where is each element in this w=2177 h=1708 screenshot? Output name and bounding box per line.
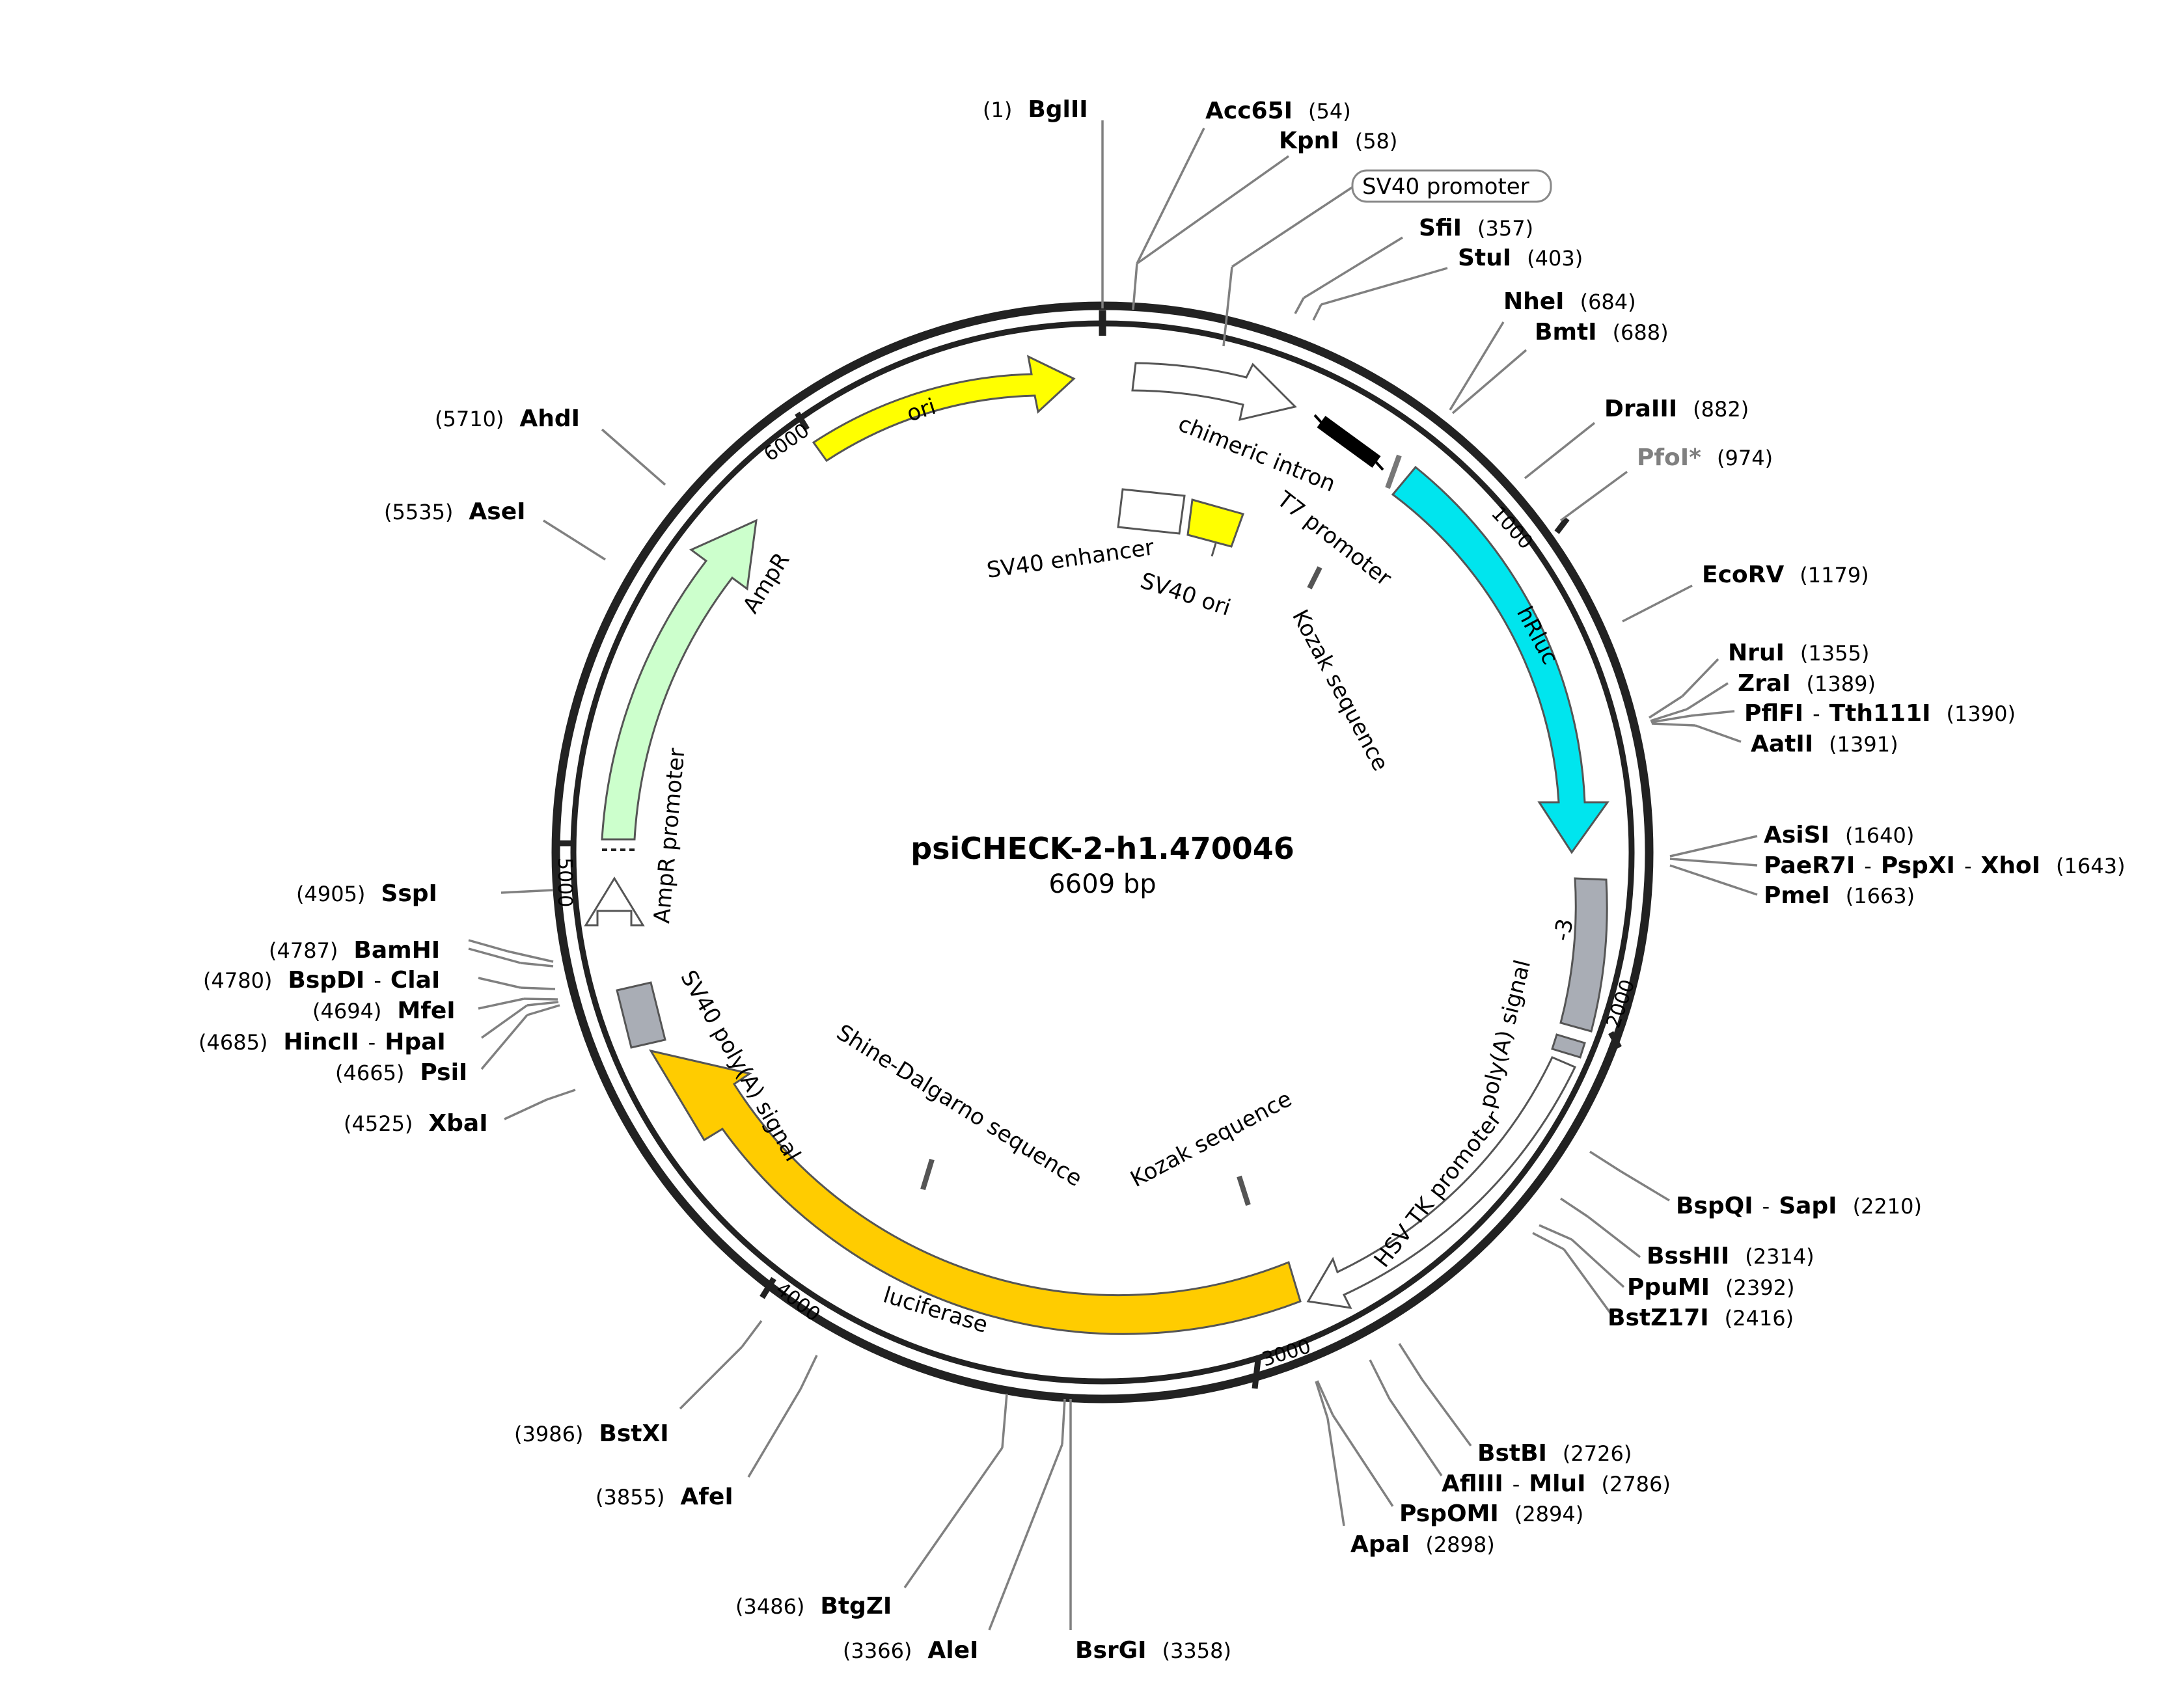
enzyme-aatii[interactable]: AatII(1391) [1751,731,1898,757]
enzyme-pmei[interactable]: PmeI(1663) [1764,882,1915,909]
enzyme-asisi[interactable]: AsiSI(1640) [1764,822,1914,848]
enzyme-ppumi[interactable]: PpuMI(2392) [1627,1274,1794,1301]
leader-lines [468,120,1758,1631]
tick-5000: 5000 [552,840,576,907]
feature-label-ampr-promoter: AmpR promoter [649,747,690,925]
feature-minus3-small [1551,1033,1586,1059]
enzyme-afei[interactable]: (3855)AfeI [596,1484,733,1510]
tick-label-5000: 5000 [553,858,576,907]
feature-shine-dalgarno: Shine-Dalgarno sequence [832,1020,1086,1192]
enzyme-sspi[interactable]: (4905)SspI [296,880,437,907]
enzyme-bsrgi[interactable]: BsrGI(3358) [1075,1637,1231,1664]
feature-label-kozak-1: Kozak sequence [1287,605,1393,775]
enzyme-hincii-hpai[interactable]: (4685)HincII-HpaI [199,1029,446,1055]
feature-kozak-1: Kozak sequence [1287,566,1393,776]
enzyme-bamhi[interactable]: (4787)BamHI [269,937,440,964]
enzyme-stui[interactable]: StuI(403) [1458,245,1583,271]
enzyme-nrui[interactable]: NruI(1355) [1728,640,1869,666]
enzyme-asei[interactable]: (5535)AseI [384,498,526,525]
sv40-promoter-callout[interactable]: SV40 promoter [1222,169,1552,347]
enzyme-alei[interactable]: (3366)AleI [843,1637,978,1664]
enzyme-pflfi-tth111i[interactable]: PflFI-Tth111I(1390) [1744,700,2016,727]
feature-sv40-enhancer[interactable]: SV40 enhancer [985,488,1186,584]
feature-label-chimeric-intron: chimeric intron [1175,411,1339,497]
feature-minus3[interactable]: -3 [1549,877,1608,1033]
feature-ampr-promoter-arrow [584,876,645,927]
enzyme-ecorv[interactable]: EcoRV(1179) [1702,562,1869,588]
enzyme-bstbi[interactable]: BstBI(2726) [1477,1440,1632,1467]
tick-4000: 4000 [760,1277,825,1326]
feature-label-kozak-2: Kozak sequence [1126,1086,1296,1193]
feature-chimeric-intron[interactable]: chimeric intron [1131,362,1339,497]
enzyme-bspdi-clai[interactable]: (4780)BspDI-ClaI [203,967,440,994]
feature-label-shine-dalgarno: Shine-Dalgarno sequence [832,1020,1086,1192]
enzyme-labels: (1)BglII Acc65I(54) KpnI(58) SfiI(357) S… [199,96,2125,1664]
enzyme-acc65i[interactable]: Acc65I(54) [1205,98,1351,124]
feature-label-sv40-ori: SV40 ori [1137,568,1233,621]
enzyme-pspomi[interactable]: PspOMI(2894) [1399,1500,1583,1527]
enzyme-bstz17i[interactable]: BstZ17I(2416) [1608,1305,1794,1331]
enzyme-paer7i-pspxi-xhoi[interactable]: PaeR7I-PspXI-XhoI(1643) [1764,852,2125,879]
enzyme-kpni[interactable]: KpnI(58) [1279,128,1397,154]
enzyme-besshii[interactable]: BssHII(2314) [1647,1243,1814,1269]
feature-label-sv40-enhancer: SV40 enhancer [985,534,1156,584]
enzyme-mfei[interactable]: (4694)MfeI [312,997,456,1024]
enzyme-apai[interactable]: ApaI(2898) [1350,1531,1495,1558]
enzyme-pfoi[interactable]: PfoI*(974) [1637,444,1773,471]
enzyme-psii[interactable]: (4665)PsiI [335,1059,467,1086]
plasmid-length: 6609 bp [1048,869,1156,899]
enzyme-bstxi[interactable]: (3986)BstXI [514,1420,669,1447]
enzyme-bmti[interactable]: BmtI(688) [1535,319,1669,346]
sv40-promoter-label: SV40 promoter [1362,174,1529,200]
enzyme-bglii[interactable]: (1)BglII [983,96,1088,123]
enzyme-afliii-mlui[interactable]: AflIII-MluI(2786) [1442,1471,1671,1497]
feature-label-polya-signal: poly(A) signal [1474,957,1536,1111]
enzyme-xbai[interactable]: (4525)XbaI [344,1110,488,1137]
plasmid-name: psiCHECK-2-h1.470046 [911,831,1294,866]
sv40-promoter-box [1351,169,1552,203]
enzyme-nhei[interactable]: NheI(684) [1503,288,1636,315]
feature-ori[interactable]: ori [812,355,1076,463]
feature-label-minus3: -3 [1549,916,1579,943]
feature-t7-marker: T7 promoter [1272,414,1402,591]
enzyme-ahdi[interactable]: (5710)AhdI [435,405,580,432]
enzyme-bspqi-sapi[interactable]: BspQI-SapI(2210) [1676,1193,1922,1219]
enzyme-sfii[interactable]: SfiI(357) [1419,215,1533,241]
feature-label-t7-promoter: T7 promoter [1272,486,1397,591]
feature-kozak-2: Kozak sequence [1126,1086,1296,1206]
enzyme-draiii[interactable]: DraIII(882) [1604,396,1749,422]
enzyme-btgzi[interactable]: (3486)BtgZI [735,1593,892,1620]
enzyme-zrai[interactable]: ZraI(1389) [1738,670,1876,697]
